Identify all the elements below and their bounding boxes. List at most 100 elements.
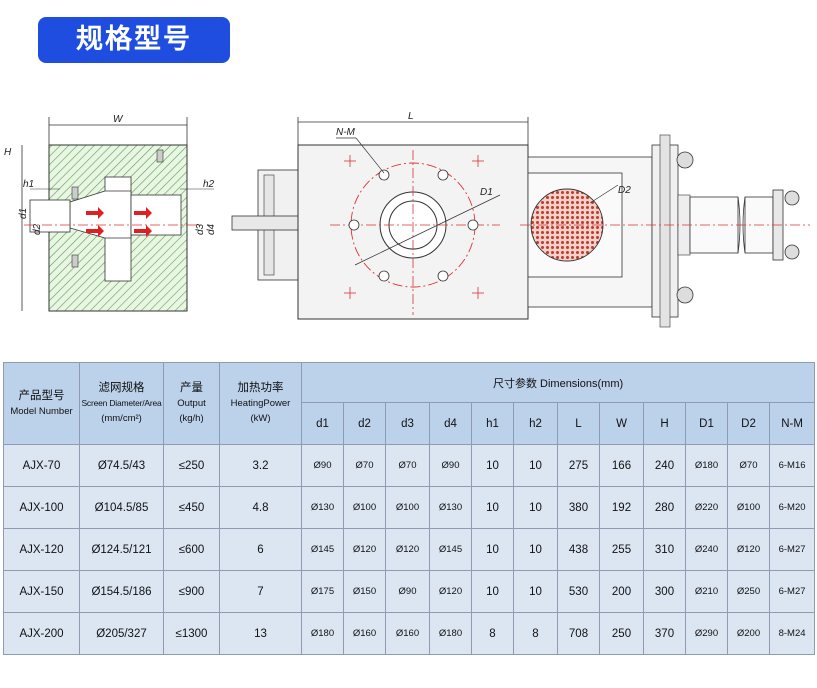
dim-header: N-M xyxy=(768,402,816,445)
cell-screen: Ø74.5/43 xyxy=(79,444,164,487)
front-view: L N-M D1 xyxy=(231,111,810,328)
cell-dim-d1: Ø90 xyxy=(301,444,344,487)
label-d4: d4 xyxy=(206,223,217,235)
cell-power: 13 xyxy=(219,612,302,655)
cell-screen: Ø124.5/121 xyxy=(79,528,164,571)
cell-screen: Ø205/327 xyxy=(79,612,164,655)
header-dimensions: 尺寸参数 Dimensions(mm) xyxy=(300,362,816,403)
cell-dim-d2: Ø200 xyxy=(727,612,770,655)
cell-dim-d2: Ø70 xyxy=(727,444,770,487)
label-l: L xyxy=(408,111,414,122)
technical-drawing: W H h1 h2 d1 d2 d3 d4 xyxy=(4,111,810,328)
cell-output: ≤900 xyxy=(163,570,220,613)
cell-dim-d2: Ø150 xyxy=(343,570,386,613)
label-d1: d1 xyxy=(18,208,29,219)
header-output: 产量 Output (kg/h) xyxy=(163,362,220,445)
cell-power: 4.8 xyxy=(219,486,302,529)
label-d2: d2 xyxy=(32,223,43,235)
cell-dim-h: 310 xyxy=(643,528,686,571)
cell-dim-d3: Ø90 xyxy=(385,570,430,613)
dim-header: h2 xyxy=(513,402,558,445)
cell-dim-d3: Ø160 xyxy=(385,612,430,655)
header-power: 加热功率 HeatingPower (kW) xyxy=(219,362,302,445)
cell-dim-d4: Ø145 xyxy=(429,528,472,571)
cell-dim-d4: Ø90 xyxy=(429,444,472,487)
cell-output: ≤1300 xyxy=(163,612,220,655)
cell-dim-w: 166 xyxy=(599,444,644,487)
cell-dim-h: 240 xyxy=(643,444,686,487)
header-screen: 滤网规格 Screen Diameter/Area (mm/cm²) xyxy=(79,362,164,445)
cell-dim-h: 370 xyxy=(643,612,686,655)
cell-dim-n-m: 6-M27 xyxy=(768,570,816,613)
cell-dim-d1: Ø175 xyxy=(301,570,344,613)
page-title: 规格型号 xyxy=(38,17,230,63)
dim-header: D1 xyxy=(685,402,728,445)
cell-screen: Ø104.5/85 xyxy=(79,486,164,529)
cell-dim-n-m: 8-M24 xyxy=(768,612,816,655)
label-h2: h2 xyxy=(203,179,215,190)
dim-header: W xyxy=(599,402,644,445)
spec-table: 产品型号 Model Number 滤网规格 Screen Diameter/A… xyxy=(3,362,816,655)
cell-dim-d2: Ø250 xyxy=(727,570,770,613)
cell-output: ≤250 xyxy=(163,444,220,487)
cell-dim-h1: 10 xyxy=(471,528,514,571)
cell-dim-d3: Ø120 xyxy=(385,528,430,571)
label-d3: d3 xyxy=(195,223,206,235)
cell-dim-d3: Ø70 xyxy=(385,444,430,487)
cell-dim-n-m: 6-M16 xyxy=(768,444,816,487)
cell-dim-w: 200 xyxy=(599,570,644,613)
label-d2-big: D2 xyxy=(618,185,631,196)
label-h: H xyxy=(4,147,12,158)
cell-dim-w: 192 xyxy=(599,486,644,529)
cell-model: AJX-200 xyxy=(3,612,80,655)
cell-screen: Ø154.5/186 xyxy=(79,570,164,613)
cell-dim-h2: 8 xyxy=(513,612,558,655)
dim-header: d3 xyxy=(385,402,430,445)
label-d1-big: D1 xyxy=(480,187,493,198)
cell-dim-d4: Ø120 xyxy=(429,570,472,613)
cell-power: 7 xyxy=(219,570,302,613)
label-w: W xyxy=(113,114,124,125)
cell-dim-l: 530 xyxy=(557,570,600,613)
label-h1: h1 xyxy=(23,179,34,190)
cell-dim-l: 438 xyxy=(557,528,600,571)
cell-model: AJX-100 xyxy=(3,486,80,529)
cell-power: 6 xyxy=(219,528,302,571)
cell-dim-h2: 10 xyxy=(513,444,558,487)
cell-dim-d3: Ø100 xyxy=(385,486,430,529)
cell-output: ≤600 xyxy=(163,528,220,571)
cell-dim-h2: 10 xyxy=(513,570,558,613)
cell-power: 3.2 xyxy=(219,444,302,487)
cell-dim-h2: 10 xyxy=(513,486,558,529)
cell-dim-l: 275 xyxy=(557,444,600,487)
cell-model: AJX-150 xyxy=(3,570,80,613)
dim-header: d1 xyxy=(301,402,344,445)
cell-dim-d2: Ø100 xyxy=(343,486,386,529)
cell-dim-d2: Ø100 xyxy=(727,486,770,529)
cell-dim-w: 255 xyxy=(599,528,644,571)
cell-dim-n-m: 6-M27 xyxy=(768,528,816,571)
cell-dim-d2: Ø160 xyxy=(343,612,386,655)
cell-dim-h: 300 xyxy=(643,570,686,613)
section-view: W H h1 h2 d1 d2 d3 d4 xyxy=(4,114,217,312)
cell-dim-h1: 10 xyxy=(471,444,514,487)
cell-dim-d1: Ø210 xyxy=(685,570,728,613)
dim-header: L xyxy=(557,402,600,445)
dim-header: d4 xyxy=(429,402,472,445)
cell-dim-h2: 10 xyxy=(513,528,558,571)
dim-header: d2 xyxy=(343,402,386,445)
dim-header: h1 xyxy=(471,402,514,445)
dim-header: H xyxy=(643,402,686,445)
label-n-m: N-M xyxy=(336,127,356,138)
cell-dim-d1: Ø220 xyxy=(685,486,728,529)
cell-output: ≤450 xyxy=(163,486,220,529)
cell-dim-n-m: 6-M20 xyxy=(768,486,816,529)
cell-dim-d1: Ø145 xyxy=(301,528,344,571)
cell-dim-d2: Ø70 xyxy=(343,444,386,487)
cell-dim-d4: Ø130 xyxy=(429,486,472,529)
dim-header: D2 xyxy=(727,402,770,445)
cell-dim-d1: Ø290 xyxy=(685,612,728,655)
